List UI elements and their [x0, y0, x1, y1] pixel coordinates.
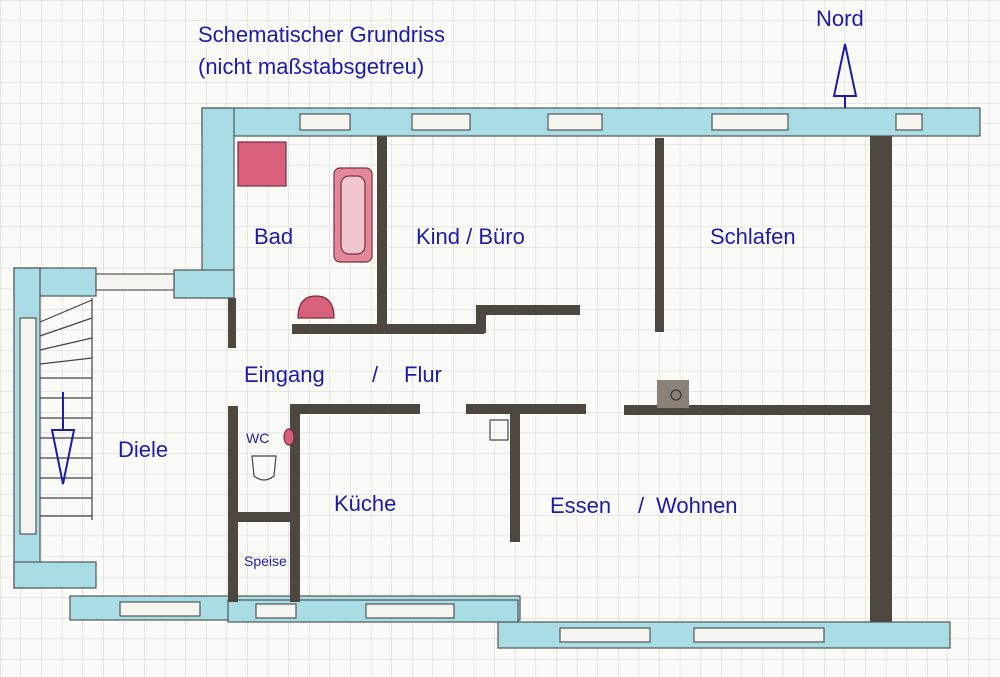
essen-north-wall [466, 404, 586, 414]
room-label-diele: Diele [118, 437, 168, 462]
room-label-kind-buero: Kind / Büro [416, 224, 525, 249]
bad-kind-wall [377, 136, 387, 332]
room-label-separator: / [372, 362, 379, 387]
window [365, 603, 455, 619]
schlafen-wohnen-wall [624, 405, 870, 415]
room-label-speise: Speise [244, 553, 287, 569]
room-label-wohnen: Wohnen [656, 493, 738, 518]
wc-basin [283, 428, 295, 446]
window [559, 627, 651, 643]
shower-tray [237, 141, 287, 187]
wc-kueche-wall [290, 408, 300, 602]
kitchen-sink [489, 419, 509, 441]
window [95, 273, 175, 291]
room-label-essen: Essen [550, 493, 611, 518]
staircase [39, 298, 93, 520]
chimney [657, 380, 689, 408]
stair-connector-wall [173, 269, 235, 299]
plan-subtitle: (nicht maßstabsgetreu) [198, 54, 424, 79]
bad-west-stub [228, 298, 236, 348]
kueche-north-wall [290, 404, 420, 414]
window [19, 317, 37, 535]
window [693, 627, 825, 643]
bathtub-inner [340, 175, 366, 255]
toilet-bad [297, 295, 335, 319]
room-label-eingang: Eingang [244, 362, 325, 387]
north-label: Nord [816, 6, 864, 31]
chimney-flue [670, 389, 682, 401]
kueche-essen-wall [510, 414, 520, 542]
window [255, 603, 297, 619]
kind-corridor-wall-step [476, 305, 580, 315]
interior-walls [228, 136, 892, 622]
fixtures [237, 141, 373, 446]
stair-south-wall [13, 561, 97, 589]
window [711, 113, 789, 131]
room-label-flur: Flur [404, 362, 442, 387]
window [411, 113, 471, 131]
wc-toilet [251, 455, 277, 481]
windows [19, 113, 923, 643]
stair-down-arrow [50, 392, 76, 485]
window [119, 601, 201, 617]
west-wall-upper [201, 107, 235, 299]
room-label-separator-2: / [638, 493, 645, 518]
room-label-wc: WC [246, 430, 269, 446]
bad-corridor-wall [292, 324, 484, 334]
kind-schlafen-wall [655, 138, 664, 332]
wc-west-wall [228, 406, 238, 602]
window [299, 113, 351, 131]
window [547, 113, 603, 131]
room-label-schlafen: Schlafen [710, 224, 796, 249]
room-label-bad: Bad [254, 224, 293, 249]
north-arrow [832, 43, 858, 108]
east-wall [870, 136, 892, 622]
room-label-kueche: Küche [334, 491, 396, 516]
wc-speise-wall [238, 512, 292, 522]
window [895, 113, 923, 131]
kind-corridor-wall-stub [476, 305, 486, 333]
plan-title: Schematischer Grundriss [198, 22, 445, 47]
